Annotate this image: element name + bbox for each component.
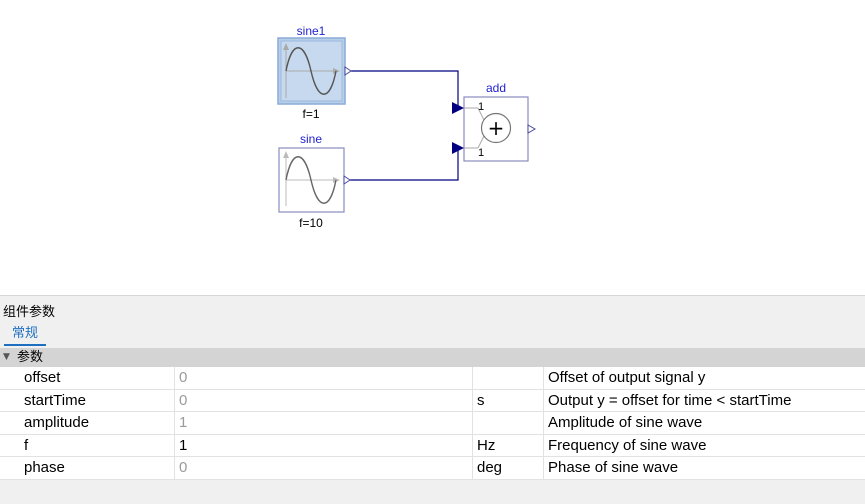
parameter-value-field[interactable]: 1 xyxy=(175,434,473,457)
parameter-name: amplitude xyxy=(0,412,175,435)
parameter-description: Phase of sine wave xyxy=(544,457,865,480)
diagram-svg[interactable]: sine1 f=1 sine xyxy=(0,0,865,295)
parameter-value-field[interactable]: 0 xyxy=(175,457,473,480)
parameter-group-header[interactable]: ▼ 参数 xyxy=(0,348,865,367)
wire-sine-to-add[interactable] xyxy=(349,148,458,180)
block-sine1-param: f=1 xyxy=(302,107,319,121)
block-sine1-name: sine1 xyxy=(297,24,326,38)
block-sine-name: sine xyxy=(300,132,322,146)
block-add-name: add xyxy=(486,81,506,95)
parameter-description: Frequency of sine wave xyxy=(544,434,865,457)
parameter-name: startTime xyxy=(0,389,175,412)
panel-title: 组件参数 xyxy=(3,301,55,320)
add-port2-gain: 1 xyxy=(478,147,484,159)
parameter-name: offset xyxy=(0,367,175,389)
block-add[interactable]: add + 1 1 xyxy=(452,81,535,161)
parameter-value-field[interactable]: 0 xyxy=(175,389,473,412)
parameter-unit xyxy=(473,412,544,435)
add-output-port[interactable] xyxy=(528,125,535,133)
collapse-arrow-icon[interactable]: ▼ xyxy=(3,348,10,367)
block-sine-output-port[interactable] xyxy=(344,176,350,184)
parameter-description: Offset of output signal y xyxy=(544,367,865,389)
parameter-value-field[interactable]: 1 xyxy=(175,412,473,435)
parameter-unit: Hz xyxy=(473,434,544,457)
tab-general[interactable]: 常规 xyxy=(4,324,46,346)
parameter-group-label: 参数 xyxy=(17,348,43,367)
add-port1-gain: 1 xyxy=(478,101,484,113)
parameter-name: f xyxy=(0,434,175,457)
parameter-name: phase xyxy=(0,457,175,480)
block-sine1[interactable]: sine1 f=1 xyxy=(278,24,351,121)
parameter-value-field[interactable]: 0 xyxy=(175,367,473,389)
parameter-unit: s xyxy=(473,389,544,412)
wire-sine1-to-add[interactable] xyxy=(349,71,458,108)
diagram-canvas[interactable]: sine1 f=1 sine xyxy=(0,0,865,295)
parameter-unit: deg xyxy=(473,457,544,480)
block-sine1-output-port[interactable] xyxy=(345,67,351,75)
parameter-description: Amplitude of sine wave xyxy=(544,412,865,435)
plus-icon: + xyxy=(488,116,505,140)
block-sine-param: f=10 xyxy=(299,216,323,230)
block-sine[interactable]: sine f=10 xyxy=(279,132,350,230)
parameter-unit xyxy=(473,367,544,389)
parameter-description: Output y = offset for time < startTime xyxy=(544,389,865,412)
